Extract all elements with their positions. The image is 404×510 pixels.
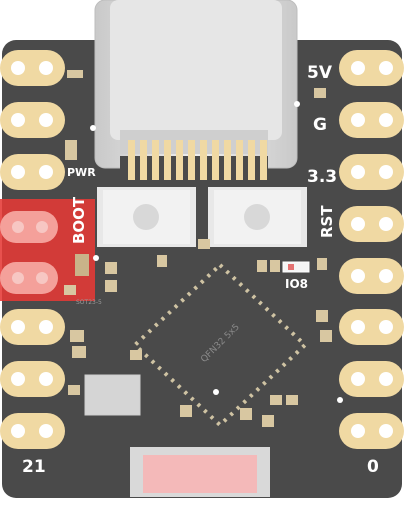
boot-button[interactable] [97,187,196,247]
right-pad-2 [339,102,404,138]
label-sot23: SOT23-5 [76,299,102,306]
label-5v: 5V [307,63,333,83]
right-pad-8 [339,413,404,449]
label-pwr: PWR [67,166,96,179]
smd-components [64,70,332,427]
label-rst: RST [318,205,336,238]
right-pad-5 [339,258,404,294]
boot-pad-2[interactable] [0,262,58,294]
right-header [339,50,404,449]
right-pad-7 [339,361,404,397]
label-gnd: G [313,115,327,135]
left-pad-7 [0,361,65,397]
right-pad-1 [339,50,404,86]
left-header [0,50,65,449]
left-pad-8 [0,413,65,449]
left-pad-1 [0,50,65,86]
left-pad-3 [0,154,65,190]
leds [282,261,310,273]
bottom-connector [130,447,270,497]
usb-contact-pads [128,140,267,180]
label-3v3: 3.3 [307,167,337,187]
right-pad-4 [339,206,404,242]
label-io8: IO8 [285,277,308,291]
left-pad-6 [0,309,65,345]
left-pad-2 [0,102,65,138]
boot-pad-1[interactable] [0,211,58,243]
label-boot: BOOT [70,196,88,244]
reset-button[interactable] [208,187,307,247]
label-pin-0: 0 [367,457,379,477]
white-dots [90,101,343,403]
right-pad-6 [339,309,404,345]
crystal [84,374,141,416]
label-pin-21: 21 [22,457,46,477]
right-pad-3 [339,154,404,190]
